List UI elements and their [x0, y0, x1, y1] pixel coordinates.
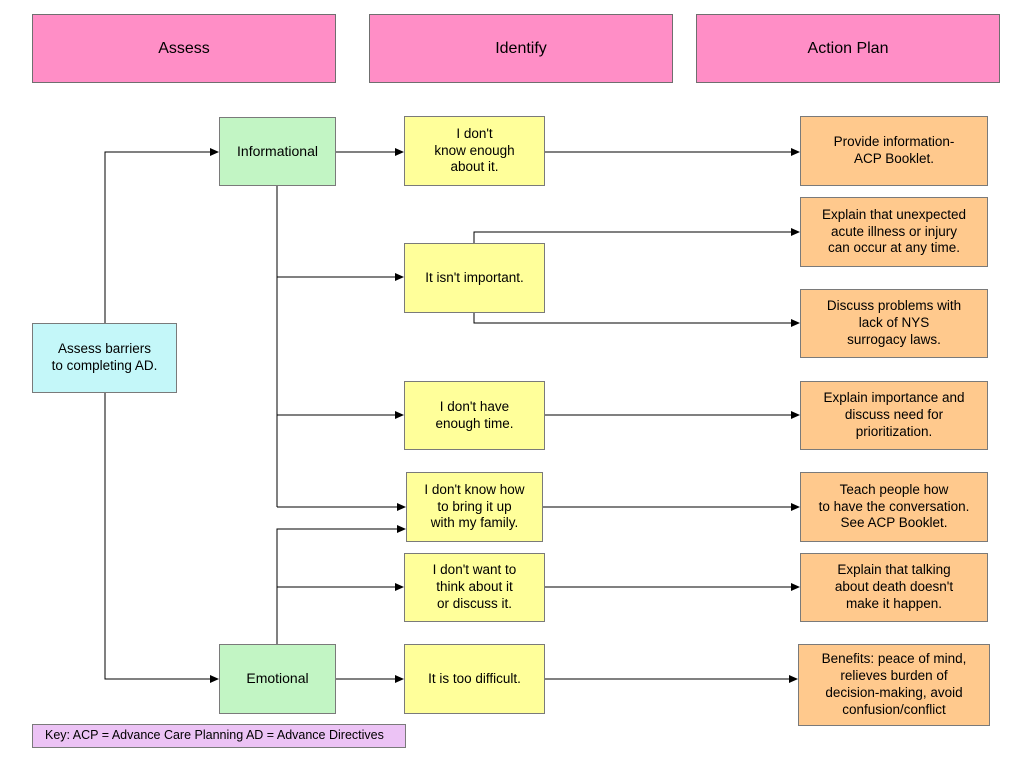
action-teach-conversation: Teach people how to have the conversatio…	[800, 472, 988, 542]
action-benefits: Benefits: peace of mind, relieves burden…	[798, 644, 990, 726]
arrow-important-to-explain	[473, 228, 800, 243]
action-explain-talking-death: Explain that talking about death doesn't…	[800, 553, 988, 622]
barrier-dont-want-to-think: I don't want to think about it or discus…	[404, 553, 545, 622]
header-assess: Assess	[32, 14, 336, 83]
category-emotional: Emotional	[219, 644, 336, 714]
action-explain-prioritization: Explain importance and discuss need for …	[800, 381, 988, 450]
category-informational: Informational	[219, 117, 336, 186]
action-provide-information: Provide information- ACP Booklet.	[800, 116, 988, 186]
start-node-assess-barriers: Assess barriers to completing AD.	[32, 323, 177, 393]
barrier-bring-up-family: I don't know how to bring it up with my …	[406, 472, 543, 542]
key-legend: Key: ACP = Advance Care Planning AD = Ad…	[32, 724, 406, 748]
header-action-plan: Action Plan	[696, 14, 1000, 83]
arrow-important-to-surrogacy	[473, 312, 800, 327]
action-discuss-surrogacy-laws: Discuss problems with lack of NYS surrog…	[800, 289, 988, 358]
arrow-start-to-informational	[104, 148, 219, 323]
header-identify: Identify	[369, 14, 673, 83]
emotional-trunk	[276, 525, 406, 644]
barrier-no-time: I don't have enough time.	[404, 381, 545, 450]
barrier-too-difficult: It is too difficult.	[404, 644, 545, 714]
barrier-dont-know-enough: I don't know enough about it.	[404, 116, 545, 186]
action-explain-unexpected-illness: Explain that unexpected acute illness or…	[800, 197, 988, 267]
barrier-not-important: It isn't important.	[404, 243, 545, 313]
arrow-start-to-emotional	[104, 392, 219, 683]
